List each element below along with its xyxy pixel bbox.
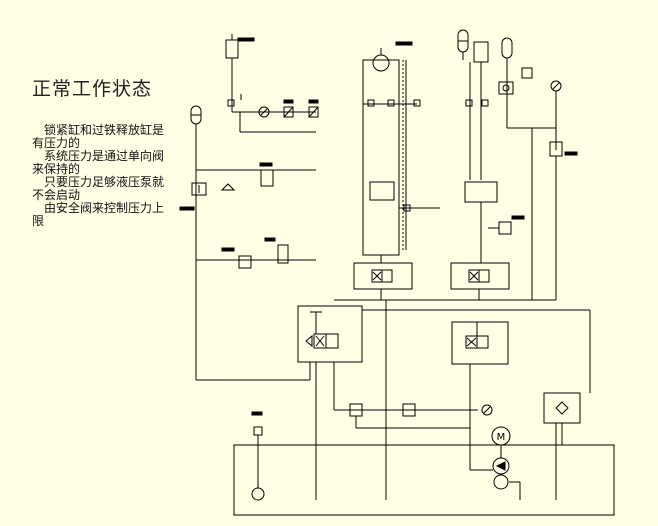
solenoid-icon	[264, 237, 289, 264]
left-valve-block	[297, 305, 363, 363]
motor-label: M	[497, 432, 506, 443]
description-line-3: 只要压力足够液压泵就不会启动	[32, 175, 165, 202]
pump-icon	[492, 457, 510, 475]
pressure-switch-icon-2	[308, 99, 319, 118]
description-line-1: 锁紧缸和过铁释放缸是有压力的	[32, 123, 165, 150]
directional-valve-center	[353, 262, 413, 290]
accumulator-right-icon	[457, 29, 469, 53]
pressure-switch-icon	[283, 99, 294, 118]
right-cylinder	[473, 41, 489, 63]
filter-icon	[259, 162, 274, 187]
description-line-4: 由安全阀来控制压力上限	[32, 201, 165, 228]
pump-2-icon	[493, 474, 509, 490]
reducing-valve-icon	[221, 247, 252, 269]
oil-tank	[233, 444, 615, 516]
reducing-valve-right-icon	[498, 215, 525, 235]
description-line-2: 系统压力是通过单向阀来保持的	[32, 149, 165, 176]
relief-valve-icon	[179, 182, 207, 211]
relief-valve-right-icon	[549, 141, 578, 157]
accumulator-right-2-icon	[501, 37, 513, 59]
gauge-lower-icon	[481, 404, 493, 416]
directional-valve-left	[305, 333, 339, 349]
gauge-icon	[258, 106, 270, 118]
check-valve-icon	[220, 183, 236, 191]
locking-cylinder	[225, 34, 255, 59]
pressure-gauge-top	[372, 41, 413, 72]
air-breather-icon	[543, 392, 581, 424]
right-valve-block	[451, 321, 509, 365]
motor-icon: M	[491, 426, 511, 446]
level-gauge-icon	[251, 411, 265, 501]
accumulator-icon	[190, 105, 202, 125]
gauge-right-icon	[550, 80, 562, 92]
directional-valve-right	[450, 262, 510, 290]
page-title: 正常工作状态	[32, 78, 153, 100]
release-cylinder	[362, 59, 400, 256]
filter-lower-2-icon	[402, 403, 416, 417]
description-text: 锁紧缸和过铁释放缸是有压力的 系统压力是通过单向阀来保持的 只要压力足够液压泵就…	[32, 124, 164, 228]
filter-right-icon	[498, 81, 514, 95]
